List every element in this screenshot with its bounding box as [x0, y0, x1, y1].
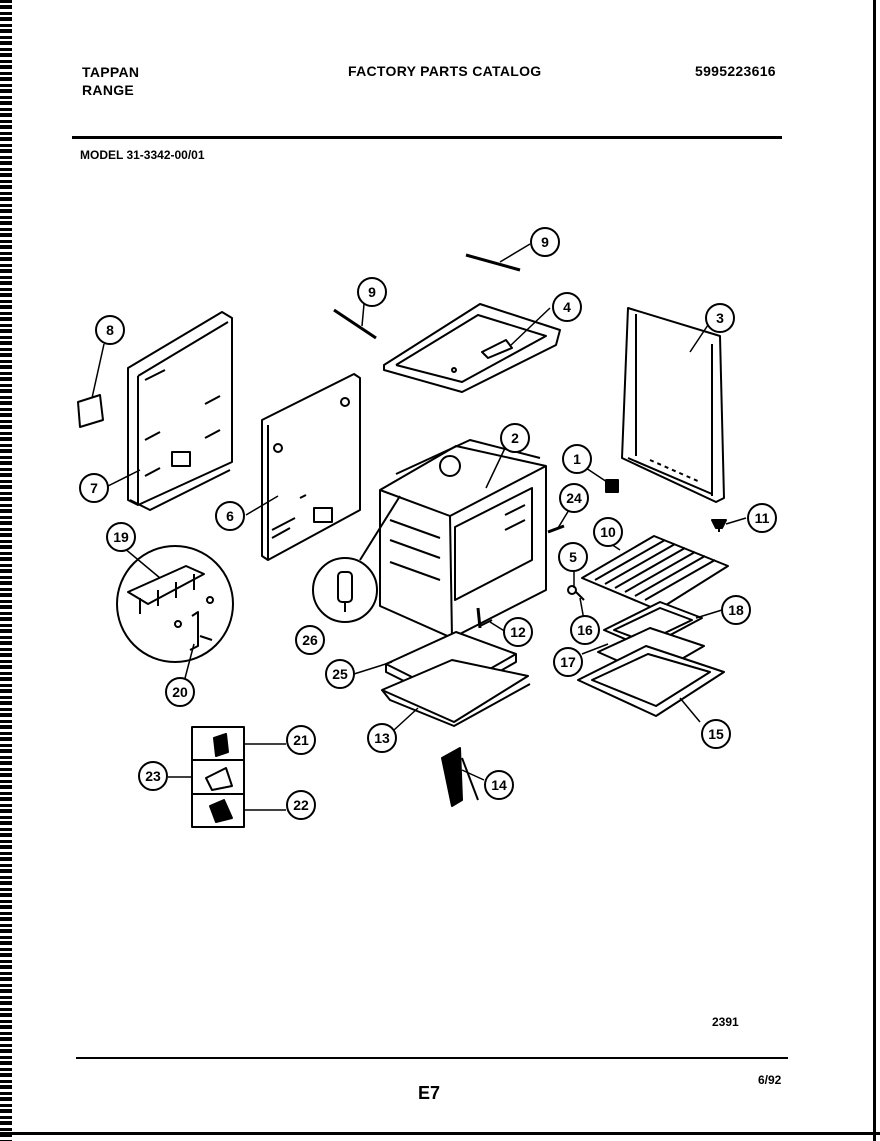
svg-text:14: 14: [491, 777, 507, 793]
callout-26: 26: [295, 625, 325, 655]
callout-2: 2: [500, 423, 530, 453]
svg-text:23: 23: [145, 768, 161, 784]
callout-24: 24: [559, 483, 589, 513]
svg-text:20: 20: [172, 684, 188, 700]
callout-20: 20: [165, 677, 195, 707]
svg-text:9: 9: [541, 234, 549, 250]
svg-text:10: 10: [600, 524, 616, 540]
rear-wall-part: [261, 373, 361, 561]
detail-circle-26: [312, 495, 401, 623]
callout-7: 7: [79, 473, 109, 503]
svg-text:4: 4: [563, 299, 571, 315]
callout-22: 22: [286, 790, 316, 820]
header-rule: [72, 136, 782, 139]
callout-17: 17: [553, 647, 583, 677]
top-panel-part: [383, 303, 561, 393]
page-border-right: [873, 0, 876, 1141]
callout-11: 11: [747, 503, 777, 533]
brand-block: TAPPAN RANGE: [82, 63, 139, 99]
leveling-leg-part: [711, 519, 727, 532]
callout-3: 3: [705, 303, 735, 333]
label-plate-part: [77, 394, 104, 428]
back-panel-part: [127, 311, 233, 511]
oven-rack-part: [581, 535, 729, 611]
callout-1: 1: [562, 444, 592, 474]
trim-strip-top-part: [465, 253, 521, 272]
callout-4: 4: [552, 292, 582, 322]
callout-23: 23: [138, 761, 168, 791]
callout-8: 8: [95, 315, 125, 345]
callout-15: 15: [701, 719, 731, 749]
svg-text:3: 3: [716, 310, 724, 326]
svg-text:8: 8: [106, 322, 114, 338]
catalog-number: 5995223616: [695, 63, 776, 79]
svg-text:11: 11: [755, 510, 770, 526]
figure-number: 2391: [712, 1015, 739, 1029]
base-frame-part: [381, 659, 531, 727]
svg-text:18: 18: [728, 602, 744, 618]
callout-10: 10: [593, 517, 623, 547]
detail-circle-19-20: [116, 545, 234, 663]
svg-text:25: 25: [332, 666, 348, 682]
print-date: 6/92: [758, 1073, 782, 1087]
scan-edge: [0, 0, 12, 1141]
leader-lines: [91, 243, 747, 811]
callout-5: 5: [558, 542, 588, 572]
hardware-parts-box: [191, 726, 245, 828]
callout-25: 25: [325, 659, 355, 689]
svg-text:15: 15: [708, 726, 724, 742]
svg-text:17: 17: [560, 654, 576, 670]
callout-13: 13: [367, 723, 397, 753]
model-number: MODEL 31-3342-00/01: [80, 148, 205, 162]
callout-21: 21: [286, 725, 316, 755]
tool-part: [441, 747, 479, 807]
svg-text:12: 12: [510, 624, 526, 640]
screw-part: [547, 524, 565, 534]
svg-text:26: 26: [302, 632, 318, 648]
svg-text:1: 1: [573, 451, 581, 467]
svg-text:21: 21: [293, 732, 309, 748]
svg-text:6: 6: [226, 508, 234, 524]
svg-text:5: 5: [569, 549, 577, 565]
door-frame-part: [577, 645, 725, 717]
callout-16: 16: [570, 615, 600, 645]
svg-text:22: 22: [293, 797, 309, 813]
callout-6: 6: [215, 501, 245, 531]
page-border-bottom: [0, 1132, 880, 1135]
svg-text:24: 24: [566, 490, 582, 506]
svg-text:13: 13: [374, 730, 390, 746]
bracket-part: [476, 607, 493, 629]
svg-text:19: 19: [113, 529, 129, 545]
callouts: 8 7 6 9 9 4 3 2 1 24 10 11 5 16 17 18 15…: [79, 227, 777, 820]
callout-12: 12: [503, 617, 533, 647]
oven-body-part: [379, 439, 547, 639]
side-panel-part: [621, 307, 725, 503]
svg-text:9: 9: [368, 284, 376, 300]
footer-rule: [76, 1057, 788, 1059]
callout-19: 19: [106, 522, 136, 552]
svg-text:7: 7: [90, 480, 98, 496]
catalog-title: FACTORY PARTS CATALOG: [348, 63, 542, 79]
product-type: RANGE: [82, 82, 135, 98]
svg-text:2: 2: [511, 430, 519, 446]
trim-strip-part: [333, 308, 377, 340]
callout-18: 18: [721, 595, 751, 625]
callout-9-left: 9: [357, 277, 387, 307]
svg-text:16: 16: [577, 622, 593, 638]
clip-part: [567, 585, 585, 601]
callout-14: 14: [484, 770, 514, 800]
callout-9-top: 9: [530, 227, 560, 257]
brand-name: TAPPAN: [82, 64, 140, 80]
page-code: E7: [418, 1083, 441, 1103]
